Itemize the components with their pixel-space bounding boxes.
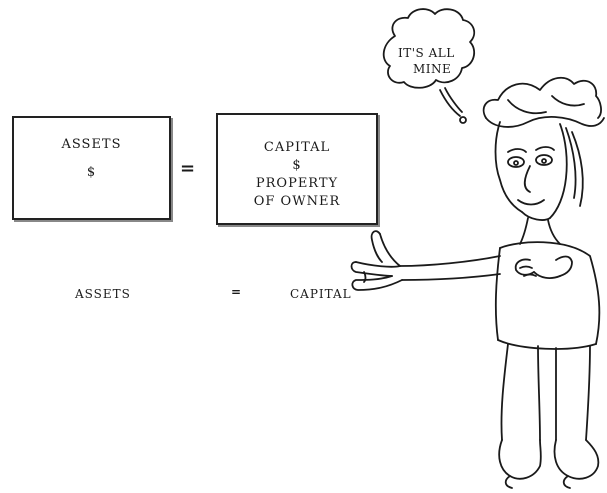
assets-box: ASSETS $ <box>12 116 171 220</box>
bottom-equation-right: CAPITAL <box>290 287 352 301</box>
speech-bubble-icon <box>382 8 476 124</box>
speech-bubble-line1: IT'S ALL <box>398 46 455 60</box>
capital-box-title: CAPITAL <box>263 140 331 155</box>
assets-box-dollar: $ <box>86 165 97 180</box>
pointing-hand-icon <box>350 230 501 291</box>
speech-bubble-line2: MINE <box>413 62 452 76</box>
bottom-equation-left: ASSETS <box>75 287 131 301</box>
hand-on-chest-icon <box>514 255 573 279</box>
capital-box-dollar: $ <box>292 158 302 173</box>
capital-box-line1: PROPERTY <box>255 176 339 191</box>
capital-box-line2: OF OWNER <box>253 194 341 209</box>
cartoon-owner-illustration <box>350 8 605 489</box>
assets-box-title: ASSETS <box>61 137 122 152</box>
bottom-equation-equals: = <box>231 285 243 299</box>
top-equals-sign: = <box>180 158 196 179</box>
capital-box: CAPITAL $ PROPERTY OF OWNER <box>216 113 378 225</box>
cowboy-hat-icon <box>482 76 605 128</box>
face-icon <box>494 121 584 221</box>
